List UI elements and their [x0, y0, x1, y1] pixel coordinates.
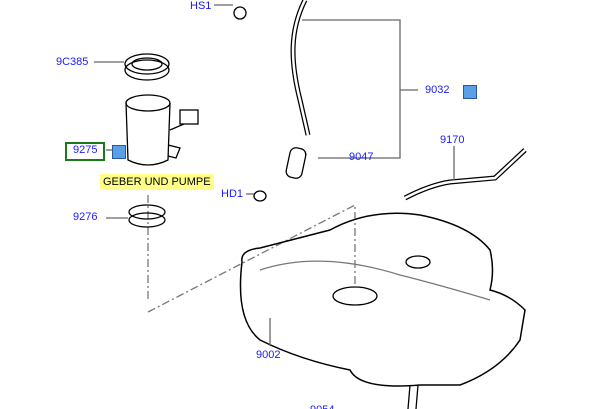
clip-hs1: [214, 4, 247, 20]
label-9276[interactable]: 9276: [73, 211, 98, 223]
label-hd1[interactable]: HD1: [221, 188, 244, 200]
seal-ring: [128, 204, 166, 228]
label-9170[interactable]: 9170: [440, 134, 465, 146]
lock-ring: [124, 53, 170, 81]
label-9032[interactable]: 9032: [425, 84, 450, 96]
label-9047[interactable]: 9047: [349, 151, 374, 163]
label-9275[interactable]: 9275: [73, 144, 98, 156]
selected-part-box: [65, 142, 105, 161]
note-icon[interactable]: [112, 145, 126, 159]
highlight-geber-und-pumpe: GEBER UND PUMPE: [100, 174, 214, 190]
connector-tube: [285, 147, 307, 179]
label-9054[interactable]: 9054: [310, 404, 334, 409]
fuel-tank: [239, 212, 526, 387]
note-icon[interactable]: [463, 85, 477, 99]
label-9002[interactable]: 9002: [256, 349, 281, 361]
label-hs1[interactable]: HS1: [190, 0, 212, 12]
label-9c385[interactable]: 9C385: [56, 56, 89, 68]
fuel-pump-sender: [125, 94, 199, 166]
clamp-hd1: [253, 190, 267, 202]
